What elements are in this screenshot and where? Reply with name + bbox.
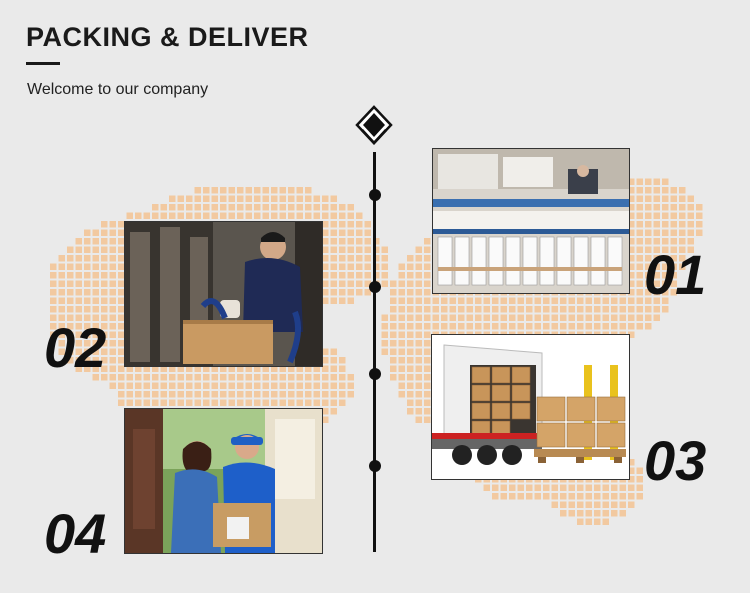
timeline-line [373, 152, 376, 552]
photo-taping-box [124, 221, 323, 367]
timeline-dot-2 [368, 281, 381, 293]
page-subtitle: Welcome to our company [27, 81, 209, 98]
diamond-layers-icon [355, 105, 393, 145]
photo-packing-warehouse [432, 148, 630, 294]
page-title: PACKING & DELIVER [26, 22, 309, 52]
timeline-dot-4 [368, 460, 381, 472]
step-number-02: 02 [44, 316, 107, 379]
photo-truck-loading [431, 334, 630, 480]
photo-delivery-handover [124, 408, 323, 554]
step-number-04: 04 [44, 502, 107, 565]
title-underline [26, 62, 60, 65]
step-number-01: 01 [644, 243, 707, 306]
timeline-dot-1 [368, 189, 381, 201]
step-number-03: 03 [644, 429, 707, 492]
timeline-dot-3 [368, 368, 381, 380]
